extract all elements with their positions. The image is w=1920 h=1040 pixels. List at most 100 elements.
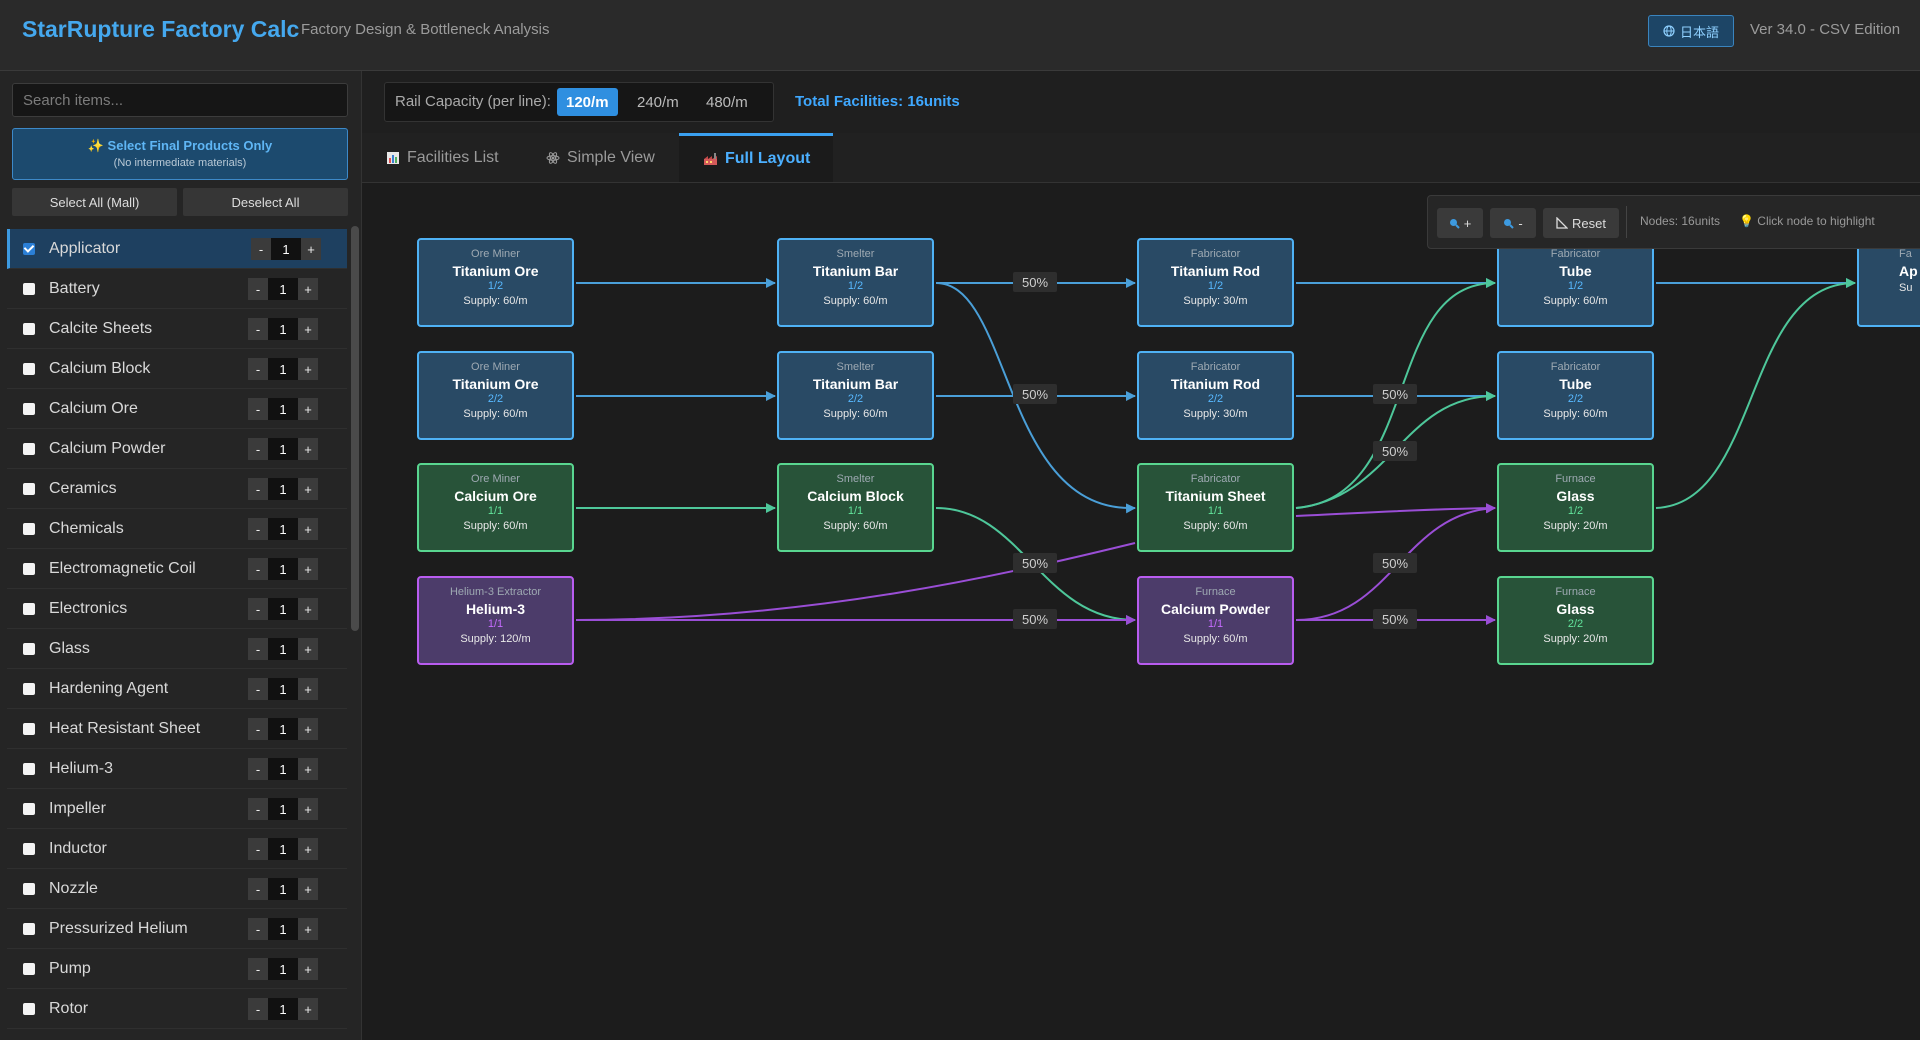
graph-node[interactable]: Ore Miner Calcium Ore 1/1 Supply: 60/m — [417, 463, 574, 552]
graph-node[interactable]: Fabricator Titanium Rod 2/2 Supply: 30/m — [1137, 351, 1294, 440]
item-row[interactable]: Glass-1+ — [7, 629, 347, 669]
decrement-button[interactable]: - — [248, 758, 268, 780]
graph-node[interactable]: Helium-3 Extractor Helium-3 1/1 Supply: … — [417, 576, 574, 665]
quantity-value[interactable]: 1 — [268, 358, 298, 380]
item-row[interactable]: Helium-3-1+ — [7, 749, 347, 789]
decrement-button[interactable]: - — [248, 638, 268, 660]
quantity-value[interactable]: 1 — [268, 438, 298, 460]
quantity-value[interactable]: 1 — [268, 958, 298, 980]
increment-button[interactable]: + — [298, 838, 318, 860]
quantity-value[interactable]: 1 — [268, 918, 298, 940]
layout-canvas[interactable]: 50% 50% 50% 50% 50% 50% 50% 50% Ore Mine… — [362, 183, 1920, 1040]
item-checkbox[interactable] — [23, 883, 35, 895]
item-checkbox[interactable] — [23, 683, 35, 695]
increment-button[interactable]: + — [301, 238, 321, 260]
item-checkbox[interactable] — [23, 563, 35, 575]
item-checkbox[interactable] — [23, 763, 35, 775]
item-row[interactable]: Ceramics-1+ — [7, 469, 347, 509]
item-checkbox[interactable] — [23, 523, 35, 535]
graph-node[interactable]: Smelter Titanium Bar 2/2 Supply: 60/m — [777, 351, 934, 440]
decrement-button[interactable]: - — [248, 478, 268, 500]
item-row[interactable]: Hardening Agent-1+ — [7, 669, 347, 709]
item-row[interactable]: Heat Resistant Sheet-1+ — [7, 709, 347, 749]
item-checkbox[interactable] — [23, 243, 35, 255]
graph-node[interactable]: Fabricator Tube 2/2 Supply: 60/m — [1497, 351, 1654, 440]
rail-option-480[interactable]: 480/m — [697, 88, 757, 116]
item-checkbox[interactable] — [23, 283, 35, 295]
item-checkbox[interactable] — [23, 803, 35, 815]
graph-node[interactable]: Ore Miner Titanium Ore 2/2 Supply: 60/m — [417, 351, 574, 440]
increment-button[interactable]: + — [298, 678, 318, 700]
item-checkbox[interactable] — [23, 643, 35, 655]
increment-button[interactable]: + — [298, 958, 318, 980]
quantity-value[interactable]: 1 — [268, 518, 298, 540]
item-row[interactable]: Calcium Block-1+ — [7, 349, 347, 389]
quantity-value[interactable]: 1 — [268, 478, 298, 500]
decrement-button[interactable]: - — [248, 438, 268, 460]
increment-button[interactable]: + — [298, 318, 318, 340]
zoom-out-button[interactable]: - — [1490, 208, 1536, 238]
quantity-value[interactable]: 1 — [268, 758, 298, 780]
item-checkbox[interactable] — [23, 723, 35, 735]
increment-button[interactable]: + — [298, 878, 318, 900]
decrement-button[interactable]: - — [248, 558, 268, 580]
item-row[interactable]: Pressurized Helium-1+ — [7, 909, 347, 949]
decrement-button[interactable]: - — [248, 278, 268, 300]
decrement-button[interactable]: - — [248, 998, 268, 1020]
quantity-value[interactable]: 1 — [268, 278, 298, 300]
tab-simple-view[interactable]: Simple View — [546, 133, 655, 182]
item-row[interactable]: Calcium Ore-1+ — [7, 389, 347, 429]
quantity-value[interactable]: 1 — [268, 838, 298, 860]
graph-node[interactable]: Furnace Glass 1/2 Supply: 20/m — [1497, 463, 1654, 552]
quantity-value[interactable]: 1 — [268, 398, 298, 420]
decrement-button[interactable]: - — [248, 678, 268, 700]
graph-node[interactable]: Furnace Calcium Powder 1/1 Supply: 60/m — [1137, 576, 1294, 665]
item-checkbox[interactable] — [23, 323, 35, 335]
item-row[interactable]: Nozzle-1+ — [7, 869, 347, 909]
increment-button[interactable]: + — [298, 558, 318, 580]
graph-node[interactable]: Fabricator Tube 1/2 Supply: 60/m — [1497, 238, 1654, 327]
graph-node[interactable]: Fa Ap Su — [1857, 238, 1920, 327]
quantity-value[interactable]: 1 — [268, 998, 298, 1020]
increment-button[interactable]: + — [298, 438, 318, 460]
select-final-products-button[interactable]: ✨ Select Final Products Only (No interme… — [12, 128, 348, 180]
rail-option-240[interactable]: 240/m — [628, 88, 688, 116]
quantity-value[interactable]: 1 — [268, 678, 298, 700]
item-checkbox[interactable] — [23, 363, 35, 375]
increment-button[interactable]: + — [298, 758, 318, 780]
item-checkbox[interactable] — [23, 923, 35, 935]
item-row[interactable]: Impeller-1+ — [7, 789, 347, 829]
item-checkbox[interactable] — [23, 963, 35, 975]
graph-node[interactable]: Fabricator Titanium Rod 1/2 Supply: 30/m — [1137, 238, 1294, 327]
item-row[interactable]: Electronics-1+ — [7, 589, 347, 629]
increment-button[interactable]: + — [298, 518, 318, 540]
decrement-button[interactable]: - — [248, 958, 268, 980]
item-row[interactable]: Battery-1+ — [7, 269, 347, 309]
language-button[interactable]: 日本語 — [1648, 15, 1734, 47]
decrement-button[interactable]: - — [248, 918, 268, 940]
zoom-in-button[interactable]: + — [1437, 208, 1483, 238]
increment-button[interactable]: + — [298, 638, 318, 660]
graph-node[interactable]: Smelter Titanium Bar 1/2 Supply: 60/m — [777, 238, 934, 327]
item-row[interactable]: Applicator-1+ — [7, 229, 347, 269]
increment-button[interactable]: + — [298, 478, 318, 500]
quantity-value[interactable]: 1 — [268, 598, 298, 620]
quantity-value[interactable]: 1 — [268, 798, 298, 820]
increment-button[interactable]: + — [298, 598, 318, 620]
deselect-all-button[interactable]: Deselect All — [183, 188, 348, 216]
quantity-value[interactable]: 1 — [271, 238, 301, 260]
increment-button[interactable]: + — [298, 918, 318, 940]
increment-button[interactable]: + — [298, 718, 318, 740]
item-checkbox[interactable] — [23, 443, 35, 455]
decrement-button[interactable]: - — [248, 598, 268, 620]
graph-node[interactable]: Ore Miner Titanium Ore 1/2 Supply: 60/m — [417, 238, 574, 327]
item-checkbox[interactable] — [23, 843, 35, 855]
item-row[interactable]: Electromagnetic Coil-1+ — [7, 549, 347, 589]
search-input[interactable] — [12, 83, 348, 117]
increment-button[interactable]: + — [298, 398, 318, 420]
reset-button[interactable]: Reset — [1543, 208, 1619, 238]
item-checkbox[interactable] — [23, 403, 35, 415]
rail-option-120[interactable]: 120/m — [557, 88, 618, 116]
quantity-value[interactable]: 1 — [268, 718, 298, 740]
item-row[interactable]: Chemicals-1+ — [7, 509, 347, 549]
